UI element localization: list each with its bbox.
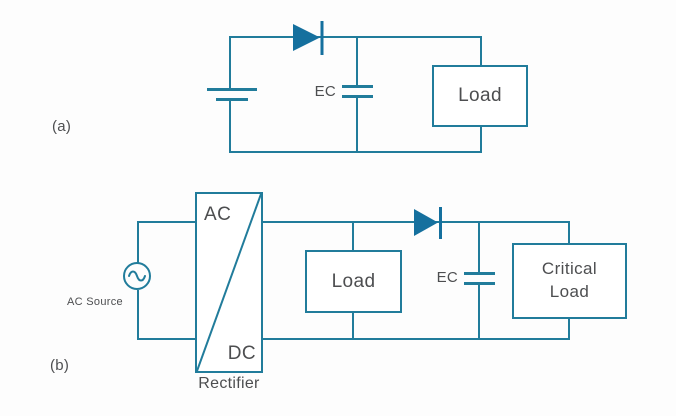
- circuit-b-load-label: Load: [331, 270, 376, 292]
- circuit-a-caption: (a): [52, 118, 72, 135]
- circuit-b-load-branch-lower: [352, 311, 354, 340]
- circuit-b-ec-branch-upper: [478, 221, 480, 272]
- circuit-b-ec-label: EC: [436, 269, 458, 286]
- circuit-a-right-wire-lower: [480, 125, 482, 153]
- rectifier-diagonal-icon: [197, 194, 261, 371]
- circuit-b-top-left-wire: [137, 221, 197, 223]
- ac-source-label: AC Source: [67, 296, 123, 308]
- circuit-b-bottom-wire: [261, 338, 570, 340]
- circuit-a-ec-label: EC: [314, 83, 336, 100]
- circuit-b-bottom-left-wire: [137, 338, 197, 340]
- capacitor-top-plate-icon: [464, 272, 495, 275]
- circuit-b-ec-branch-lower: [478, 285, 480, 340]
- circuit-a-ec-branch-lower: [356, 98, 358, 153]
- critical-load-label-line1: Critical: [541, 259, 598, 279]
- rectifier-box: AC DC: [195, 192, 263, 373]
- diode-icon: [414, 207, 442, 239]
- circuit-a-bottom-wire: [229, 151, 481, 153]
- circuit-a-right-wire-upper: [480, 36, 482, 66]
- sine-wave-icon: [128, 270, 146, 282]
- ac-source-icon: [123, 262, 151, 290]
- circuit-a-load-label: Load: [458, 85, 502, 106]
- critical-load-box: Critical Load: [512, 243, 627, 319]
- circuit-b-critical-branch-lower: [568, 317, 570, 340]
- battery-long-plate-icon: [207, 88, 257, 91]
- capacitor-bottom-plate-icon: [464, 282, 495, 285]
- circuit-b-critical-branch-upper: [568, 221, 570, 245]
- capacitor-bottom-plate-icon: [342, 95, 373, 98]
- circuit-b-load-branch-upper: [352, 221, 354, 251]
- rectifier-ac-label: AC: [204, 204, 232, 225]
- capacitor-top-plate-icon: [342, 85, 373, 88]
- rectifier-name-label: Rectifier: [198, 375, 260, 392]
- circuit-a-top-wire: [229, 36, 481, 38]
- circuit-b-load-box: Load: [305, 250, 402, 313]
- circuit-a-left-wire-upper: [229, 36, 231, 88]
- circuit-a-load-box: Load: [432, 65, 528, 127]
- circuit-a-ec-branch-upper: [356, 36, 358, 86]
- circuit-b-source-wire-lower: [137, 290, 139, 340]
- critical-load-label-line2: Load: [549, 282, 590, 301]
- diode-icon: [293, 21, 324, 55]
- rectifier-dc-label: DC: [227, 343, 256, 364]
- circuit-b-caption: (b): [50, 357, 70, 374]
- circuit-a-left-wire-lower: [229, 101, 231, 153]
- circuit-b-source-wire-upper: [137, 221, 139, 263]
- battery-short-plate-icon: [216, 98, 248, 101]
